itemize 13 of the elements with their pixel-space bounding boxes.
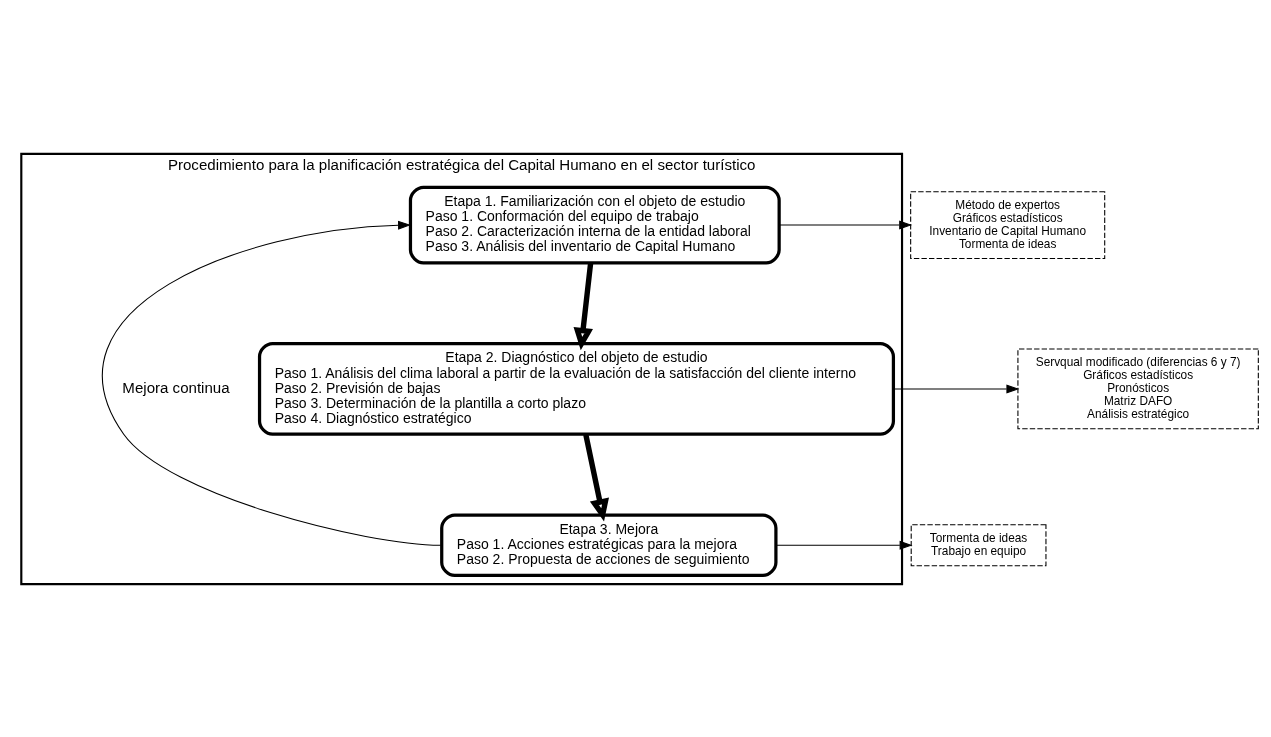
node-box: Servqual modificado (diferencias 6 y 7) Gráficos estadísticos Pronósticos Matriz DAFO Análisis estratégico xyxy=(1017,348,1259,429)
arrow xyxy=(892,383,1020,393)
node-box: Método de expertos Gráficos estadísticos Inventario de Capital Humano Tormenta de ideas xyxy=(910,190,1106,259)
arrow xyxy=(573,262,594,350)
edge-label: Mejora continua xyxy=(122,378,230,396)
node-box: Tormenta de ideas Trabajo en equipo xyxy=(910,523,1047,566)
node-box: Etapa 1. Familiarización con el objeto de estudio Paso 1. Conformación del equipo de trabajo Paso 2. Caracterización interna de la entidad laboral Paso 3. Análisis del inventario de Capital Humano xyxy=(408,185,781,264)
arrow xyxy=(778,220,913,230)
arrow xyxy=(101,220,442,546)
node-box: Etapa 2. Diagnóstico del objeto de estudio Paso 1. Análisis del clima laboral a partir de la evaluación de la satisfacción del cliente interno Paso 2. Previsión de bajas Paso 3. Determinación de la plantilla a corto plazo Paso 4. Diagnóstico estratégico xyxy=(257,341,896,436)
arrow xyxy=(775,540,913,550)
arrow xyxy=(583,433,609,521)
node-box: Etapa 3. Mejora Paso 1. Acciones estratégicas para la mejora Paso 2. Propuesta de acciones de seguimiento xyxy=(440,512,778,577)
